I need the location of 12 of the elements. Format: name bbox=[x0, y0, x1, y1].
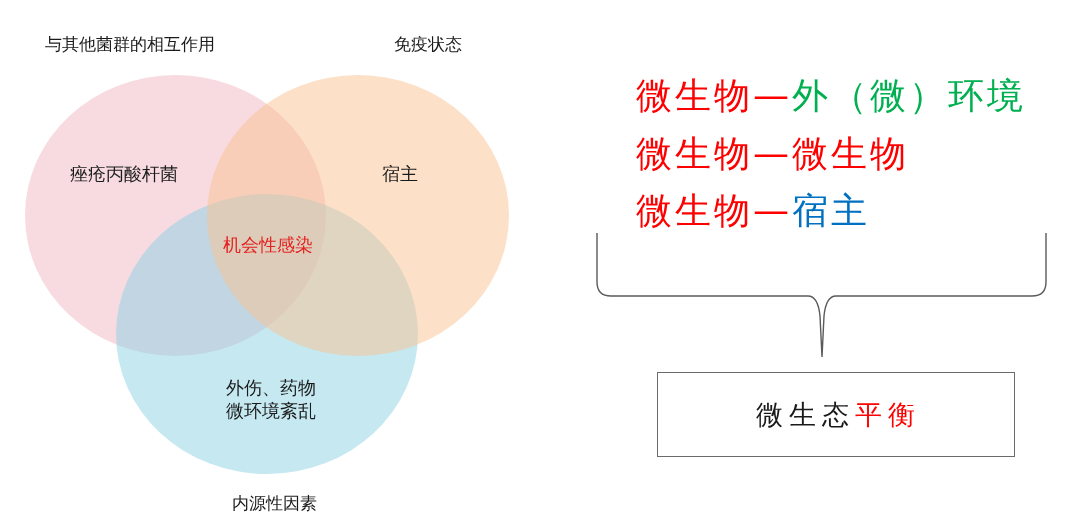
relation-text: 微生物—外（微）环境 bbox=[636, 73, 1026, 118]
circle-title: 内源性因素 bbox=[231, 492, 317, 515]
overlap-label: 机会性感染 bbox=[223, 232, 313, 256]
circle-label: 痤疮丙酸杆菌 bbox=[70, 161, 178, 185]
relation-text: 微生物—宿主 bbox=[636, 188, 870, 233]
result-box bbox=[657, 372, 1015, 457]
box-label: 微生态平衡 bbox=[756, 398, 921, 432]
circle-label: 外伤、药物微环境紊乱 bbox=[225, 375, 318, 423]
relation-text: 微生物—微生物 bbox=[636, 131, 909, 176]
circle-title: 免疫状态 bbox=[394, 33, 462, 56]
circle-label: 宿主 bbox=[382, 161, 418, 185]
circle-title: 与其他菌群的相互作用 bbox=[45, 33, 215, 56]
